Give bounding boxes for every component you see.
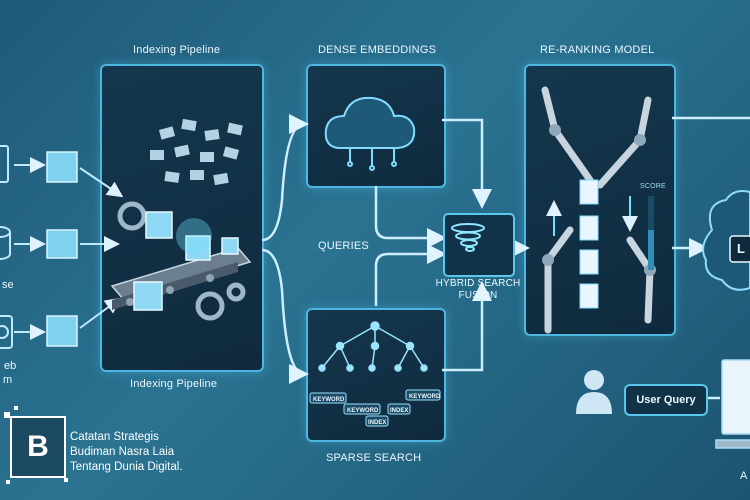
tree-tag: KEYWORD bbox=[347, 408, 379, 414]
brand-logo-letter: B bbox=[27, 430, 49, 463]
glow-effect bbox=[176, 218, 212, 254]
brand-line-2: Budiman Nasra Laia bbox=[70, 446, 175, 458]
neural-cloud-icon bbox=[324, 96, 416, 171]
brand-line-3: Tentang Dunia Digital. bbox=[70, 461, 183, 473]
queries-label: QUERIES bbox=[318, 240, 369, 252]
left-label-m: m bbox=[3, 374, 13, 386]
brand-logo: B bbox=[10, 416, 66, 478]
sparse-search-title: SPARSE SEARCH bbox=[326, 452, 422, 464]
tree-tag: KEYWORD bbox=[409, 394, 441, 400]
left-label-eb: eb bbox=[4, 360, 17, 372]
ranked-documents bbox=[579, 179, 599, 309]
flow-connectors bbox=[261, 114, 750, 400]
dense-embeddings-title: DENSE EMBEDDINGS bbox=[318, 44, 437, 56]
tree-tag: INDEX bbox=[368, 420, 386, 426]
hybrid-fusion-label: HYBRID SEARCH FUSION bbox=[428, 278, 528, 302]
left-label-se: se bbox=[2, 279, 14, 291]
llm-box bbox=[729, 235, 750, 263]
user-query-label: User Query bbox=[636, 394, 696, 406]
brand-text: Catatan Strategis Budiman Nasra Laia Ten… bbox=[70, 430, 183, 475]
left-cubes bbox=[46, 151, 78, 347]
user-query-box: User Query bbox=[624, 384, 708, 416]
hybrid-fusion-line2: FUSION bbox=[458, 290, 498, 301]
user-icon bbox=[576, 370, 612, 414]
brain-icon bbox=[702, 190, 750, 291]
score-label: SCORE bbox=[640, 183, 666, 190]
reranking-title: RE-RANKING MODEL bbox=[540, 44, 655, 56]
sparse-tree-icon bbox=[318, 321, 428, 372]
indexing-panel bbox=[100, 64, 264, 372]
tree-tag: INDEX bbox=[390, 408, 408, 414]
left-connectors bbox=[14, 157, 124, 340]
tornado-icon bbox=[443, 213, 515, 277]
left-source-icons bbox=[0, 145, 13, 349]
indexing-title-bottom: Indexing Pipeline bbox=[130, 378, 218, 390]
rank-arrows bbox=[546, 196, 638, 236]
tree-tag-boxes bbox=[309, 389, 441, 427]
answer-document-icon bbox=[715, 359, 750, 449]
tree-tag: KEYWORD bbox=[313, 397, 345, 403]
indexing-title-top: Indexing Pipeline bbox=[133, 44, 221, 56]
conveyor-belt bbox=[110, 247, 252, 310]
hybrid-fusion-line1: HYBRID SEARCH bbox=[435, 278, 521, 289]
llm-label: L bbox=[737, 241, 746, 256]
pipeline-cubes bbox=[133, 211, 239, 311]
gears bbox=[117, 201, 246, 321]
answer-label: A bbox=[740, 470, 748, 482]
document-cloud bbox=[150, 118, 243, 186]
score-bar bbox=[648, 196, 654, 270]
brand-line-1: Catatan Strategis bbox=[70, 431, 159, 443]
